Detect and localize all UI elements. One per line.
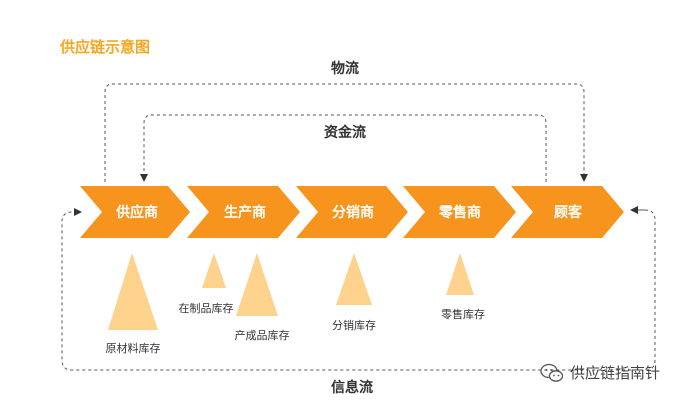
node-retailer-label: 零售商 bbox=[439, 205, 481, 221]
watermark-text: 供应链指南针 bbox=[570, 364, 661, 382]
capital-flow-line bbox=[140, 114, 547, 182]
node-retailer-arrow bbox=[403, 186, 516, 238]
capital-flow-label: 资金流 bbox=[324, 125, 366, 141]
node-manufacturer-arrow bbox=[187, 186, 300, 238]
material-flow-line bbox=[104, 83, 588, 182]
information-flow-line bbox=[61, 208, 656, 371]
node-distributor-arrow bbox=[296, 186, 408, 238]
node-supplier-arrow bbox=[80, 186, 190, 238]
wip-inventory-label: 在制品库存 bbox=[178, 302, 234, 315]
node-supplier-label: 供应商 bbox=[116, 205, 158, 221]
raw-inventory-triangle bbox=[108, 253, 158, 330]
information-flow-label: 信息流 bbox=[331, 380, 373, 396]
wechat-icon bbox=[540, 363, 564, 382]
finished-inventory-triangle bbox=[236, 253, 278, 316]
retail-inventory-label: 零售库存 bbox=[441, 308, 485, 321]
watermark: 供应链指南针 bbox=[540, 362, 660, 383]
node-distributor-label: 分销商 bbox=[332, 205, 374, 221]
distribution-inventory-label: 分销库存 bbox=[332, 319, 376, 332]
node-manufacturer-label: 生产商 bbox=[224, 205, 266, 221]
wip-inventory-triangle bbox=[202, 253, 226, 288]
node-customer-arrow bbox=[511, 186, 624, 238]
raw-inventory-label: 原材料库存 bbox=[105, 342, 161, 355]
diagram-title: 供应链示意图 bbox=[60, 38, 151, 56]
distribution-inventory-triangle bbox=[336, 253, 372, 305]
finished-inventory-label: 产成品库存 bbox=[234, 329, 290, 342]
material-flow-label: 物流 bbox=[331, 61, 359, 77]
retail-inventory-triangle bbox=[446, 253, 474, 295]
node-customer-label: 顾客 bbox=[554, 205, 582, 221]
